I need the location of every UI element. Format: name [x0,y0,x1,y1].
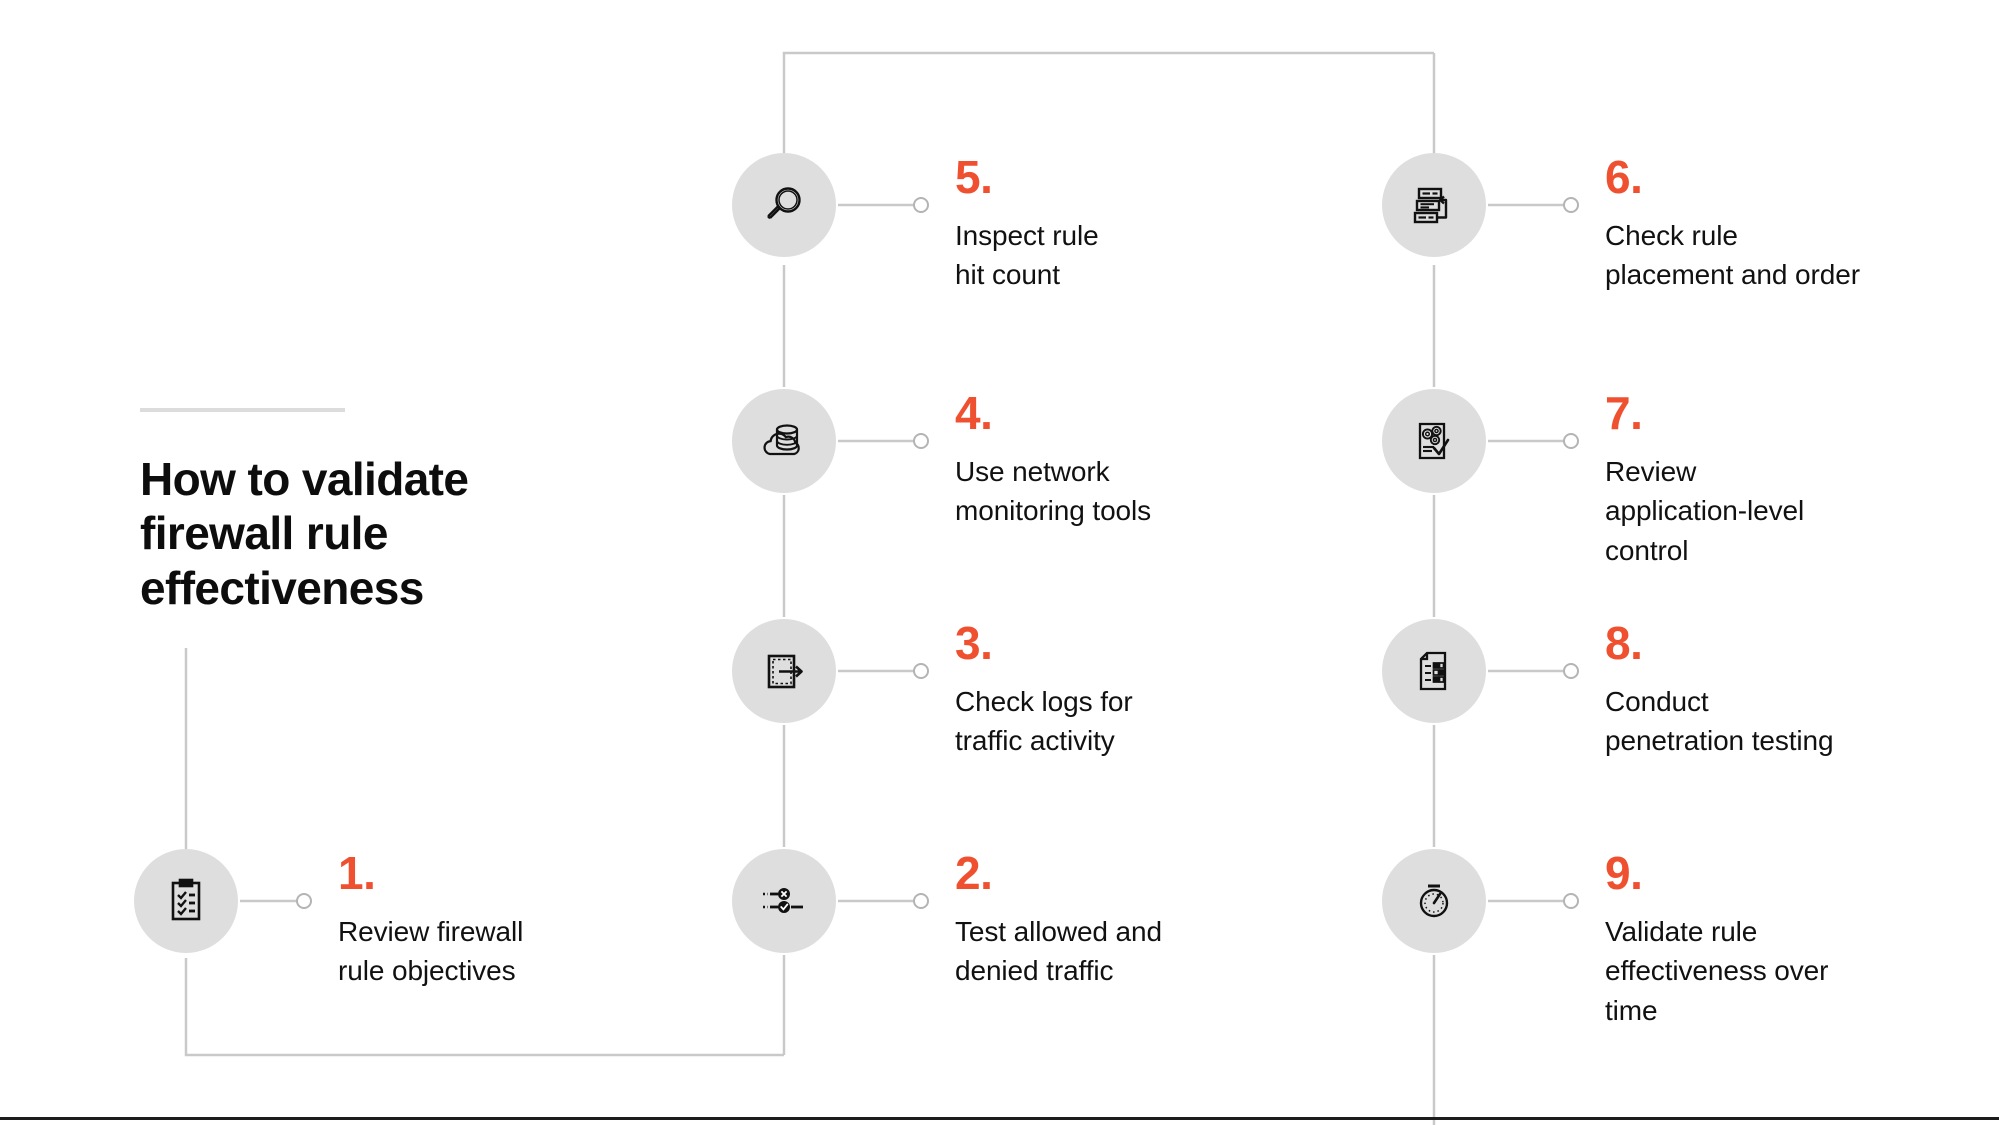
step-1-badge [134,849,238,953]
step-6-badge [1382,153,1486,257]
document-gears-check-icon [1408,415,1460,467]
leader-dot-step6 [1563,197,1579,213]
step-1-text: 1. Review firewall rule objectives [338,847,638,991]
step-5-text: 5. Inspect rule hit count [955,151,1285,295]
step-4-badge [732,389,836,493]
step-1-number: 1. [338,847,376,899]
leader-dot-step4 [913,433,929,449]
step-9-label: Validate rule effectiveness over time [1605,915,1829,1027]
page-title: How to validate firewall rule effectiven… [140,453,469,614]
leader-dot-step7 [1563,433,1579,449]
step-6-text: 6. Check rule placement and order [1605,151,1965,295]
step-7-number: 7. [1605,387,1643,439]
magnifying-glass-icon [758,179,810,231]
step-9-number: 9. [1605,847,1643,899]
step-5-label: Inspect rule hit count [955,219,1099,291]
step-9-badge [1382,849,1486,953]
step-4-number: 4. [955,387,993,439]
step-2-text: 2. Test allowed and denied traffic [955,847,1285,991]
step-4-label: Use network monitoring tools [955,455,1152,527]
leader-dot-step5 [913,197,929,213]
step-7-label: Review application-level control [1605,455,1805,567]
step-5-badge [732,153,836,257]
step-4-text: 4. Use network monitoring tools [955,387,1285,531]
allow-deny-traffic-icon [758,875,810,927]
step-8-number: 8. [1605,617,1643,669]
step-6-label: Check rule placement and order [1605,219,1860,291]
step-8-badge [1382,619,1486,723]
leader-dot-step8 [1563,663,1579,679]
step-7-badge [1382,389,1486,493]
step-3-text: 3. Check logs for traffic activity [955,617,1285,761]
step-6-number: 6. [1605,151,1643,203]
step-1-label: Review firewall rule objectives [338,915,524,987]
step-2-badge [732,849,836,953]
step-3-number: 3. [955,617,993,669]
step-7-text: 7. Review application-level control [1605,387,1965,571]
cloud-database-icon [757,414,811,468]
reorder-rules-icon [1408,179,1460,231]
log-export-arrow-icon [758,645,810,697]
step-8-label: Conduct penetration testing [1605,685,1834,757]
step-8-text: 8. Conduct penetration testing [1605,617,1965,761]
wire-step5-to-top [782,51,1434,157]
leader-dot-step9 [1563,893,1579,909]
step-9-text: 9. Validate rule effectiveness over time [1605,847,1965,1031]
leader-dot-step2 [913,893,929,909]
document-checkbox-list-icon [1408,645,1460,697]
stopwatch-icon [1408,875,1460,927]
title-block: How to validate firewall rule effectiven… [140,408,570,615]
step-5-number: 5. [955,151,993,203]
step-3-badge [732,619,836,723]
leader-dot-step3 [913,663,929,679]
step-3-label: Check logs for traffic activity [955,685,1133,757]
title-divider [140,408,345,412]
clipboard-checklist-icon [160,875,212,927]
step-2-number: 2. [955,847,993,899]
bottom-rule [0,1117,1999,1120]
step-2-label: Test allowed and denied traffic [955,915,1162,987]
leader-dot-step1 [296,893,312,909]
